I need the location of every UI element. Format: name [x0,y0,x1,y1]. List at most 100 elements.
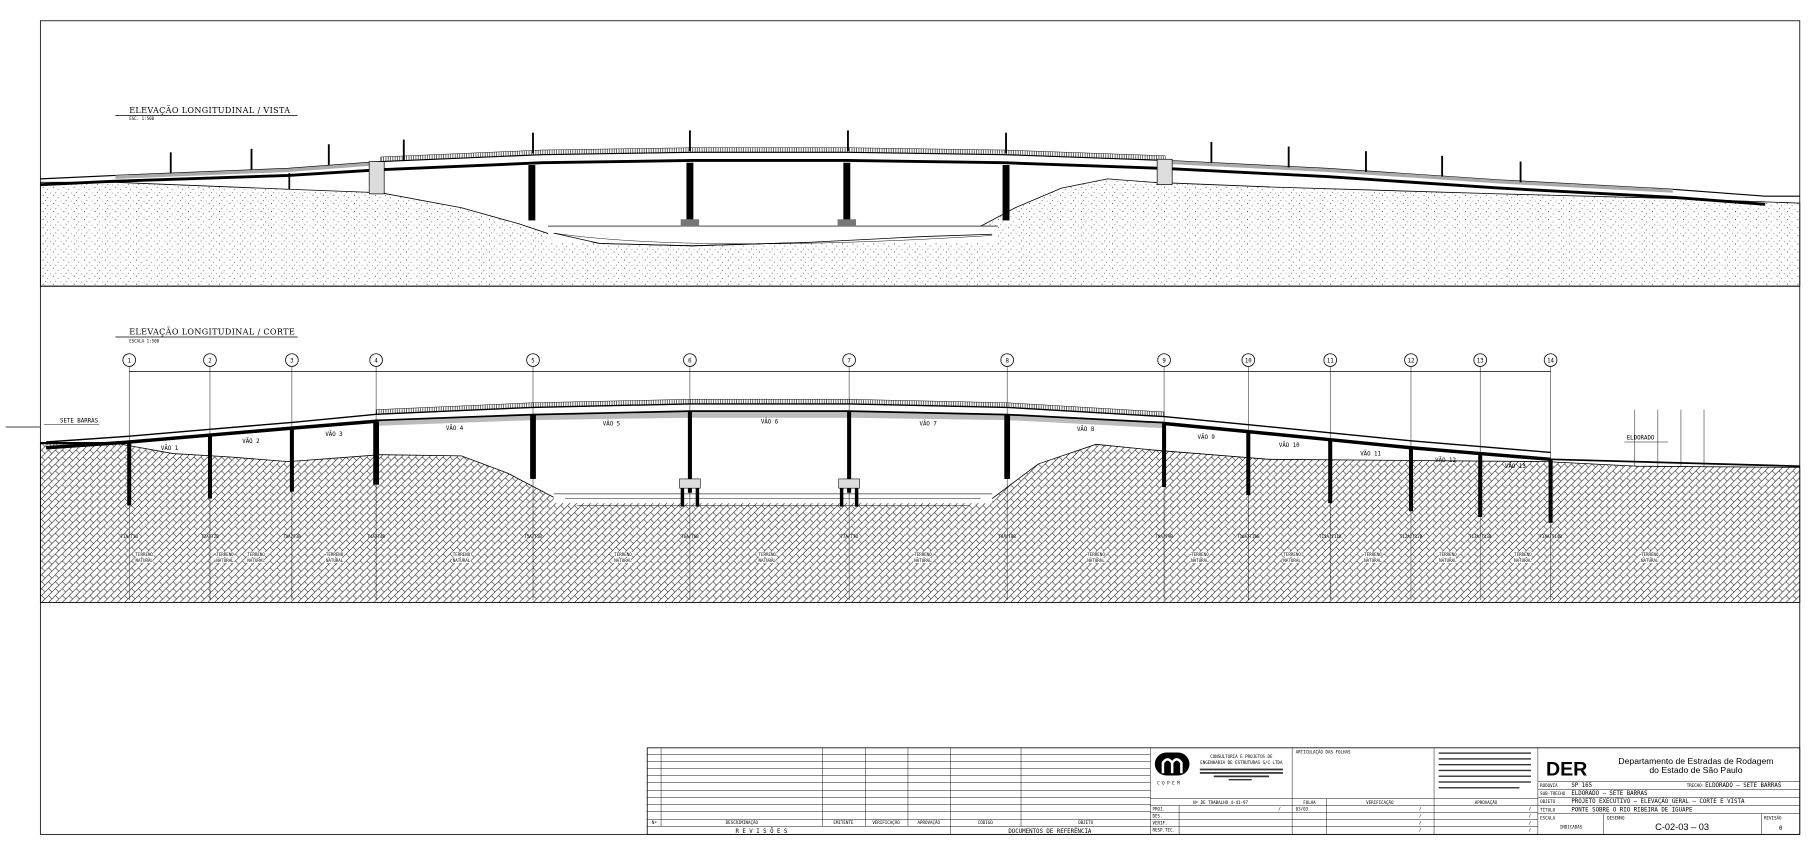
light-post [1365,151,1367,172]
axis-number: 9 [1162,358,1166,364]
terrain-labels: TERRENONATURALTERRENONATURALTERRENONATUR… [135,551,1660,564]
axis-marker [1473,353,1487,367]
terrain-label: NATURAL [1087,558,1105,563]
sheet-value: 03/03 [1296,807,1309,812]
light-posts [169,130,1522,183]
pier-label: T4A/T4B [367,534,385,539]
terrain-label: TERRENO [1641,552,1659,557]
pier-label: T8A/T8B [998,534,1016,539]
axis-number: 7 [847,358,851,364]
light-post [1005,132,1007,154]
axis-number: 5 [531,358,534,364]
axis-number: 10 [1245,358,1252,364]
terrain-label: NATURAL [758,558,776,563]
view-scale: ESC. 1:500 [129,116,154,121]
terrain-label: NATURAL [914,558,932,563]
terrain-label: NATURAL [216,558,234,563]
rev-col-description: DESCRIMINAÇÃO [726,820,759,825]
axis-number: 2 [208,358,211,364]
terrain-label: TERRENO [758,552,776,557]
pier-column [530,415,536,479]
span-label: VÃO 1 [161,445,179,452]
terrain-label: TERRENO [1364,552,1382,557]
svg-text:/: / [1419,807,1422,812]
pier-label: T3A/T3B [283,534,301,539]
titulo-value: PONTE SOBRE O RIO RIBEIRA DE IGUAPE [1571,807,1693,813]
terrain-label: NATURAL [1514,558,1532,563]
copem-logo [1154,752,1190,776]
role-verif: VERIF. [1153,821,1168,826]
span-label: VÃO 13 [1505,463,1526,470]
der-block: DER Departamento de Estradas de Rodagem … [1537,756,1800,835]
ref-col-object: OBJETO [1078,820,1093,825]
light-post [402,139,405,161]
terrain-label: TERRENO [1191,552,1209,557]
titulo-label: TÍTULO [1540,807,1555,812]
light-post [250,148,253,170]
terrain-label: NATURAL [1641,558,1659,563]
escala-label: ESCALA [1540,815,1555,820]
pier-label: T7A/T7B [840,534,858,539]
sete-barras-label: SETE BARRAS [60,418,99,424]
span-label: VÃO 6 [761,419,779,426]
terrain-label: TERRENO [1514,552,1532,557]
ownership-note [1438,752,1531,789]
pier-label: T9A/T9B [1155,534,1173,539]
axis-marker [683,353,697,367]
verification-label: VERIFICAÇÃO [1366,800,1394,805]
pier-column [127,442,132,506]
revisao-value: 0 [1779,826,1783,832]
axis-marker [1323,353,1337,367]
drawing-number: C-02-03 – 03 [1655,822,1709,832]
company-line-2: ENGENHARIA DE ESTRUTURAS S/C LTDA [1200,760,1283,765]
terrain-label: TERRENO [216,552,234,557]
span-label: VÃO 3 [325,431,343,438]
der-name-line-1: Departamento de Estradas de Rodagem [1618,756,1773,766]
axis-marker [203,353,217,367]
axis-marker [526,353,540,367]
span-label: VÃO 2 [242,438,259,445]
revisions-label: R E V I S Õ E S [735,828,787,835]
rev-col-issuer: EMITENTE [833,820,853,825]
axis-number: 13 [1477,358,1484,364]
objeto-label: OBJETO [1540,799,1555,804]
light-post [1441,155,1444,177]
pier-column [1328,439,1333,504]
light-post [1287,146,1290,168]
section-scale: ESCALA 1:500 [129,339,159,344]
svg-text:/: / [1529,814,1532,819]
span-label: VÃO 9 [1198,434,1216,441]
terrain-label: TERRENO [914,552,932,557]
pier-column [1548,459,1553,523]
copem-block: C O P E M CONSULTORIA E PROJETOS DE ENGE… [1154,752,1283,786]
axis-marker [1404,353,1418,367]
terrain-label: NATURAL [614,558,632,563]
escala-value: INDICADAS [1560,825,1583,830]
axis-number: 3 [290,358,294,364]
pile [839,488,844,507]
role-proj: PROJ. [1153,807,1165,812]
terrain-label: TERRENO [247,552,265,557]
pier-label: T12A/T12B [1400,534,1423,539]
pile-cap [838,478,860,489]
light-post [1210,141,1213,163]
span-label: VÃO 7 [919,420,937,427]
terrain-label: NATURAL [453,558,471,563]
role-resp-tec: RESP.TEC. [1153,827,1175,832]
pier-column [1246,431,1251,496]
ref-col-code: CÓDIGO [978,820,993,825]
light-post [169,152,172,174]
elevation-view: ELEVAÇÃO LONGITUDINAL / VISTA ESC. 1:500 [39,106,1801,287]
svg-text:/: / [1529,807,1532,812]
rodovia-value: SP 165 [1571,783,1592,789]
light-post [1519,161,1522,183]
reference-docs-label: DOCUMENTOS DE REFERÊNCIA [1008,827,1092,835]
axis-number: 8 [1005,358,1009,364]
pier-label: T13A/T13B [1469,534,1492,539]
terrain-label: TERRENO [1439,552,1457,557]
axis-marker [1000,353,1014,367]
svg-text:/: / [1419,814,1422,819]
terrain-label: TERRENO [1283,552,1301,557]
span-label: VÃO 11 [1360,450,1381,457]
